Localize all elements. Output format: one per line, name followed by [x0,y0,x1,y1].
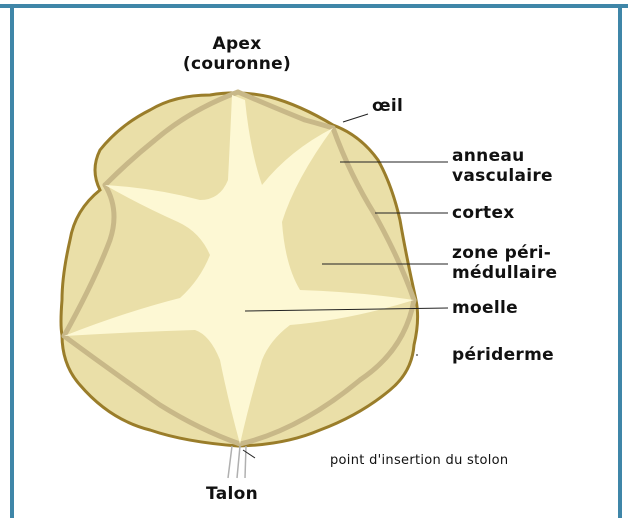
periderme-label: périderme [452,345,554,365]
zone-line1: zone péri- [452,243,557,263]
cortex-label: cortex [452,203,515,223]
anneau-line1: anneau [452,146,553,166]
apex-line1: Apex [162,34,312,54]
leader-stolon [243,450,255,458]
moelle-label: moelle [452,298,518,318]
apex-line2: (couronne) [162,54,312,74]
stolon-point-label: point d'insertion du stolon [330,451,508,471]
zone-line2: médullaire [452,263,557,283]
apex-label: Apex (couronne) [162,34,312,74]
zone-label: zone péri- médullaire [452,243,557,283]
anneau-line2: vasculaire [452,166,553,186]
border-left [10,8,14,518]
anneau-label: anneau vasculaire [452,146,553,186]
oeil-label: œil [372,96,403,116]
talon-label: Talon [206,484,258,504]
leader-oeil [343,114,368,122]
border-right [618,8,622,518]
border-top [0,4,628,8]
